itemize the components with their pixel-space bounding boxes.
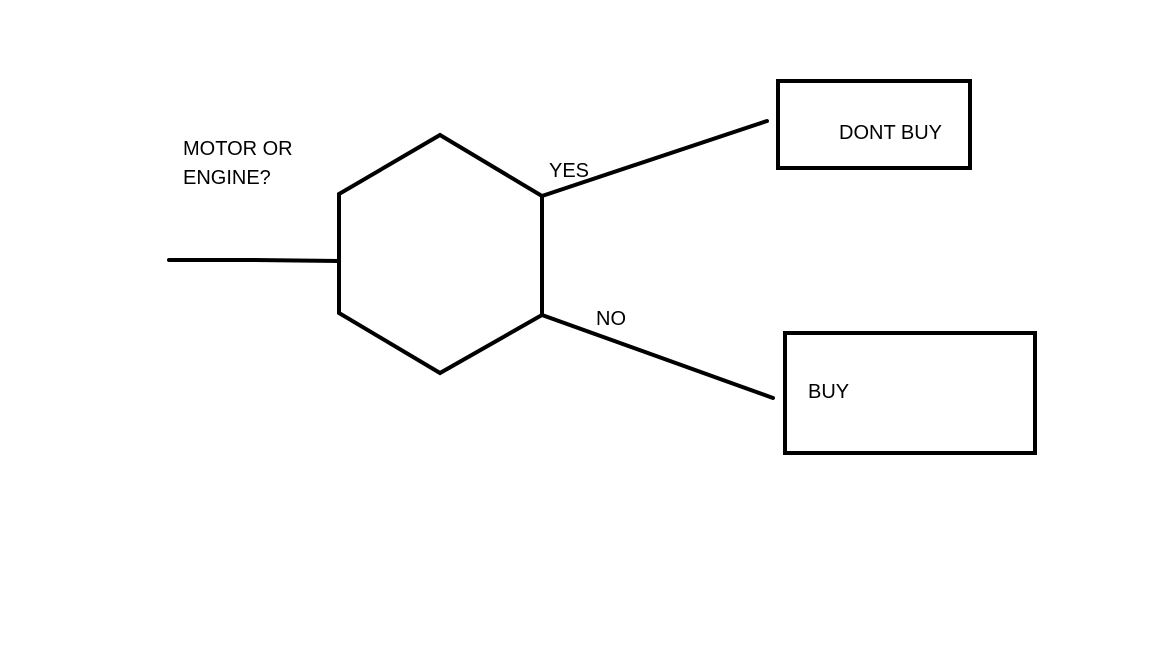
dont-buy-box xyxy=(776,79,972,170)
buy-box xyxy=(783,331,1037,455)
entry-connector xyxy=(167,258,341,263)
yes-label: YES xyxy=(549,160,589,182)
question-line-2: ENGINE? xyxy=(183,167,271,189)
no-label: NO xyxy=(596,308,626,330)
yes-connector xyxy=(540,119,769,198)
question-line-1: MOTOR OR xyxy=(183,138,293,160)
no-connector xyxy=(540,313,775,400)
buy-label: BUY xyxy=(808,381,849,403)
dont-buy-label: DONT BUY xyxy=(839,122,942,144)
decision-hexagon xyxy=(337,132,544,376)
